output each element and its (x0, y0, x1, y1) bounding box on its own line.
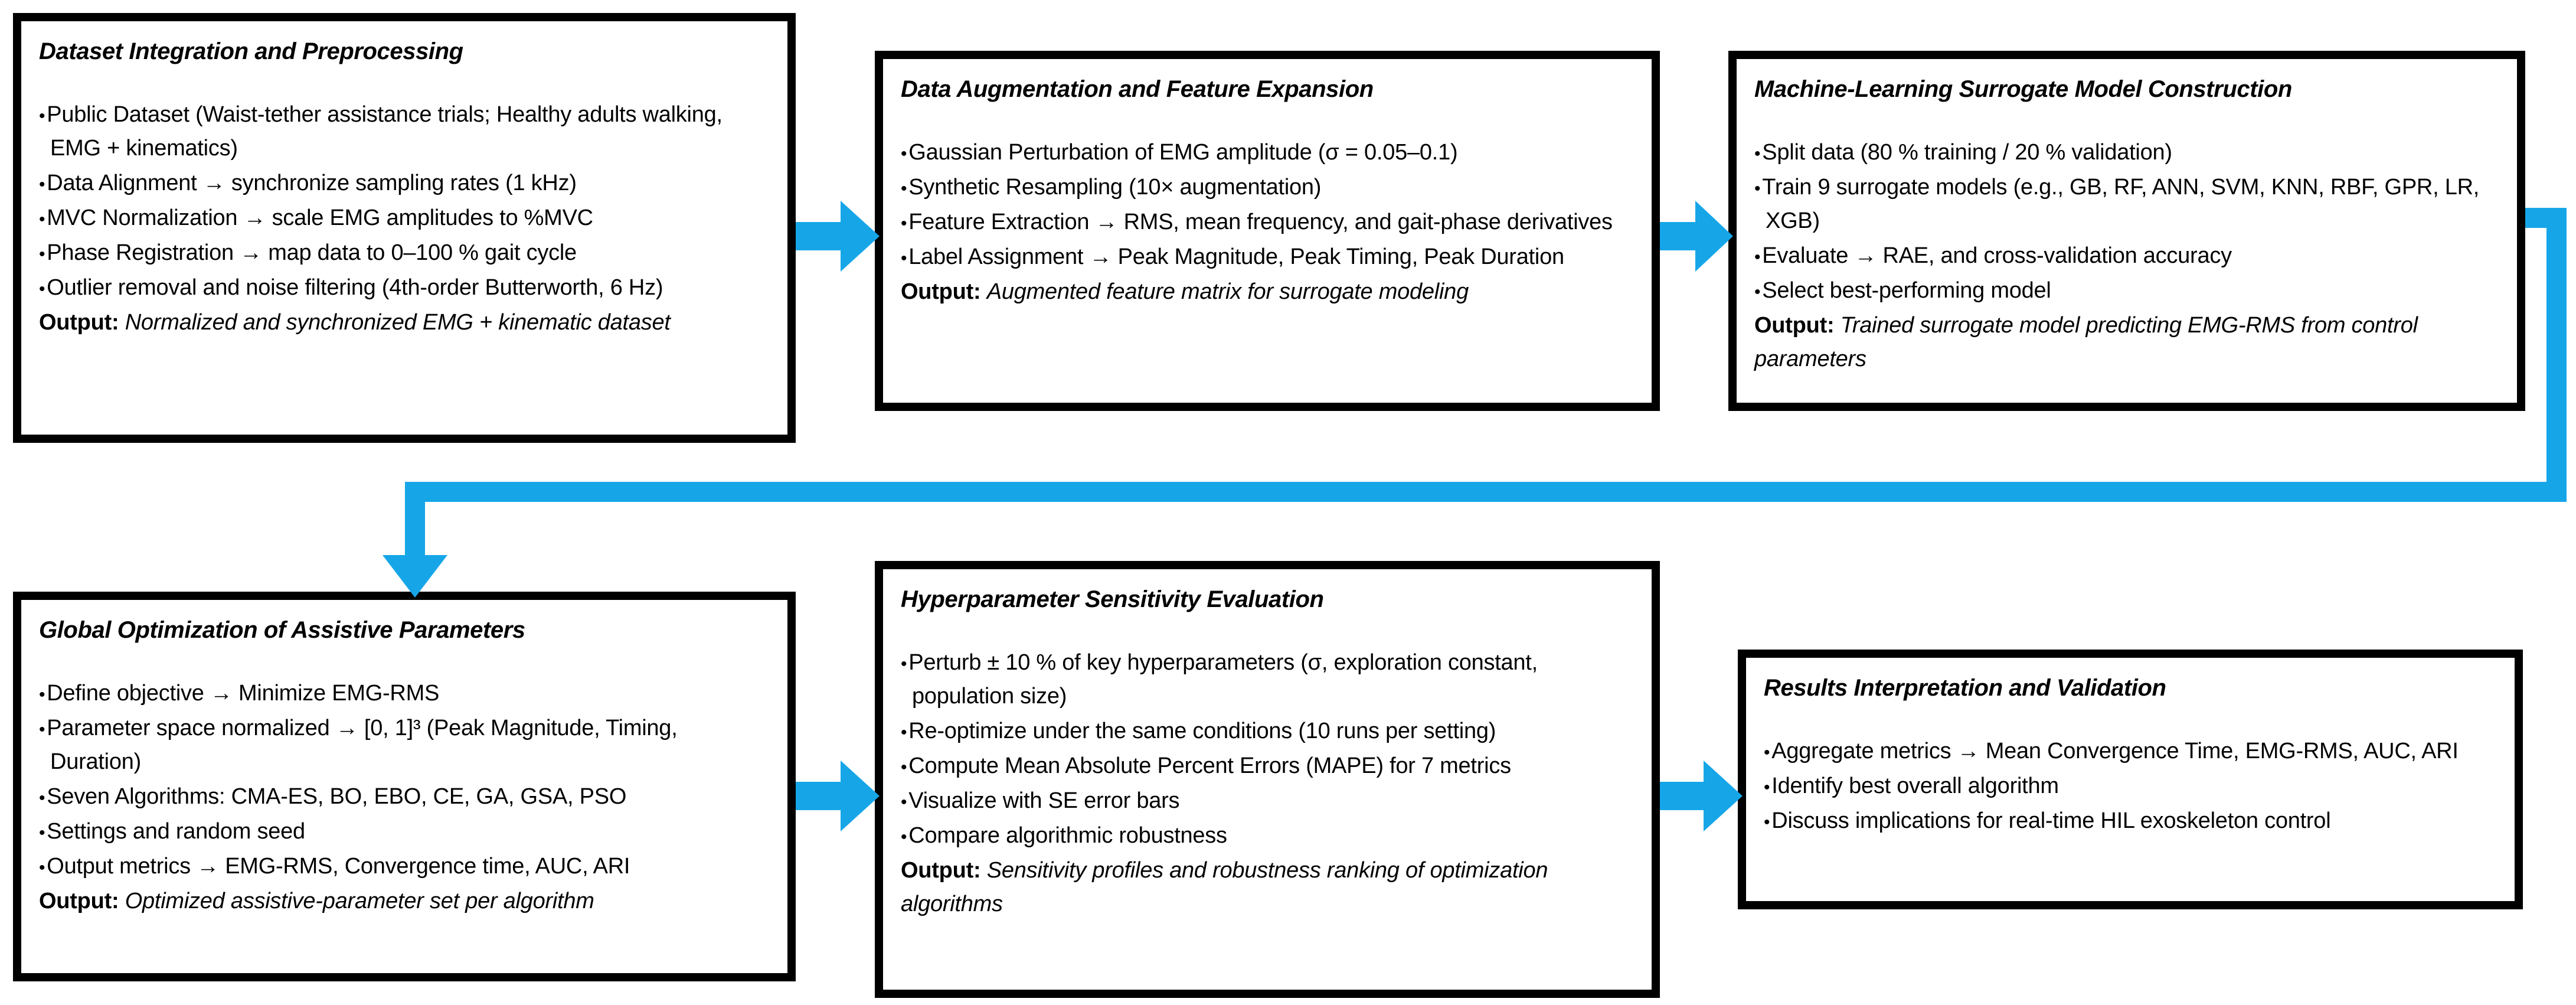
output-label: Output: (901, 858, 981, 883)
bullet-item: Synthetic Resampling (10× augmentation) (901, 171, 1634, 204)
bullet-item: Settings and random seed (39, 815, 770, 849)
node-bullet-list: Define objective → Minimize EMG-RMS Para… (39, 677, 770, 883)
bullet-item: Select best-performing model (1754, 274, 2499, 308)
node-bullet-list: Split data (80 % training / 20 % validat… (1754, 136, 2499, 308)
output-label: Output: (1754, 313, 1835, 338)
output-text: Trained surrogate model predicting EMG-R… (1754, 313, 2418, 371)
arrow-down-icon-node3-to-node4 (383, 555, 447, 598)
bullet-item: Re-optimize under the same conditions (1… (901, 714, 1634, 748)
bullet-item: Feature Extraction → RMS, mean frequency… (901, 205, 1634, 239)
bullet-item: Split data (80 % training / 20 % validat… (1754, 136, 2499, 169)
arrow-right-icon-node4-to-node5 (796, 761, 880, 831)
bullet-item: Visualize with SE error bars (901, 784, 1634, 818)
node-bullet-list: Perturb ± 10 % of key hyperparameters (σ… (901, 646, 1634, 853)
bullet-item: Define objective → Minimize EMG-RMS (39, 677, 770, 710)
output-label: Output: (39, 889, 119, 913)
output-label: Output: (39, 310, 119, 335)
bullet-item: Train 9 surrogate models (e.g., GB, RF, … (1754, 171, 2499, 238)
bullet-item: Compare algorithmic robustness (901, 819, 1634, 853)
node-bullet-list: Aggregate metrics → Mean Convergence Tim… (1764, 735, 2497, 838)
node-title: Hyperparameter Sensitivity Evaluation (901, 586, 1324, 612)
node-output-line: Output: Augmented feature matrix for sur… (901, 275, 1634, 309)
node-bullet-list: Gaussian Perturbation of EMG amplitude (… (901, 136, 1634, 274)
bullet-item: MVC Normalization → scale EMG amplitudes… (39, 201, 770, 235)
node-output-line: Output: Normalized and synchronized EMG … (39, 306, 770, 340)
flow-node-data-augmentation-and-feature-expansion: Data Augmentation and Feature Expansion … (875, 51, 1660, 411)
bullet-item: Compute Mean Absolute Percent Errors (MA… (901, 749, 1634, 783)
bullet-item: Data Alignment → synchronize sampling ra… (39, 167, 770, 200)
connector-segment-vertical-right (2546, 208, 2567, 502)
output-text: Normalized and synchronized EMG + kinema… (125, 310, 671, 335)
bullet-item: Gaussian Perturbation of EMG amplitude (… (901, 136, 1634, 169)
node-title: Dataset Integration and Preprocessing (39, 38, 463, 64)
bullet-item: Output metrics → EMG-RMS, Convergence ti… (39, 850, 770, 883)
output-text: Optimized assistive-parameter set per al… (125, 889, 594, 913)
node-title: Global Optimization of Assistive Paramet… (39, 617, 525, 643)
bullet-item: Label Assignment → Peak Magnitude, Peak … (901, 240, 1634, 274)
node-output-line: Output: Optimized assistive-parameter se… (39, 885, 770, 918)
flow-node-global-optimization-of-assistive-parameters: Global Optimization of Assistive Paramet… (13, 592, 796, 981)
bullet-item: Outlier removal and noise filtering (4th… (39, 271, 770, 305)
flow-node-dataset-integration-and-preprocessing: Dataset Integration and Preprocessing Pu… (13, 13, 796, 443)
flow-node-machine-learning-surrogate-model-construction: Machine-Learning Surrogate Model Constru… (1728, 51, 2525, 411)
node-output-line: Output: Sensitivity profiles and robustn… (901, 854, 1634, 921)
node-title: Results Interpretation and Validation (1764, 675, 2166, 701)
connector-segment-vertical-down (405, 482, 425, 562)
connector-segment-horizontal-back (405, 482, 2567, 502)
node-output-line: Output: Trained surrogate model predicti… (1754, 309, 2499, 376)
bullet-item: Public Dataset (Waist-tether assistance … (39, 98, 770, 165)
node-title: Machine-Learning Surrogate Model Constru… (1754, 76, 2292, 102)
output-label: Output: (901, 279, 981, 304)
flow-node-results-interpretation-and-validation: Results Interpretation and Validation Ag… (1738, 650, 2523, 909)
bullet-item: Phase Registration → map data to 0–100 %… (39, 236, 770, 270)
arrow-right-icon-node2-to-node3 (1660, 201, 1733, 272)
bullet-item: Seven Algorithms: CMA-ES, BO, EBO, CE, G… (39, 780, 770, 814)
node-bullet-list: Public Dataset (Waist-tether assistance … (39, 98, 770, 305)
node-title: Data Augmentation and Feature Expansion (901, 76, 1374, 102)
output-text: Sensitivity profiles and robustness rank… (901, 858, 1548, 916)
output-text: Augmented feature matrix for surrogate m… (986, 279, 1469, 304)
bullet-item: Parameter space normalized → [0, 1]³ (Pe… (39, 712, 770, 779)
flow-node-hyperparameter-sensitivity-evaluation: Hyperparameter Sensitivity Evaluation Pe… (875, 561, 1660, 998)
bullet-item: Evaluate → RAE, and cross-validation acc… (1754, 239, 2499, 273)
arrow-right-icon-node1-to-node2 (796, 201, 880, 272)
arrow-right-icon-node5-to-node6 (1660, 761, 1743, 831)
bullet-item: Identify best overall algorithm (1764, 769, 2497, 803)
bullet-item: Perturb ± 10 % of key hyperparameters (σ… (901, 646, 1634, 713)
bullet-item: Discuss implications for real-time HIL e… (1764, 804, 2497, 838)
bullet-item: Aggregate metrics → Mean Convergence Tim… (1764, 735, 2497, 768)
